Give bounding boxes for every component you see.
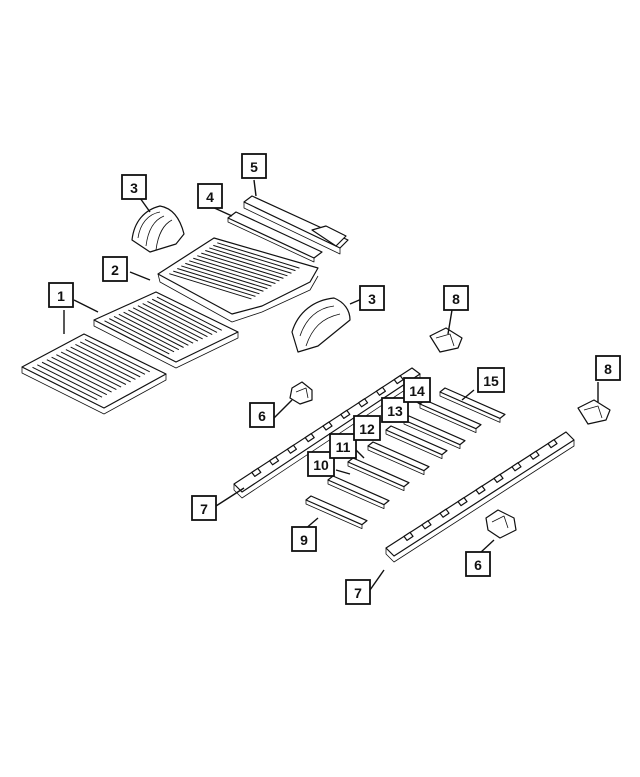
callout-label: 3 — [130, 180, 138, 196]
callout-box — [121, 174, 147, 200]
callout-label: 11 — [336, 439, 351, 455]
crossmember-15 — [439, 387, 506, 423]
crossmember-9 — [305, 495, 368, 530]
leader-line — [73, 299, 99, 313]
crossmember-10 — [327, 475, 390, 510]
callout-label: 1 — [57, 288, 65, 304]
callout-label: 6 — [474, 557, 482, 573]
side-rail-right — [385, 431, 575, 563]
corner-bracket-left — [429, 327, 463, 353]
callout-label: 9 — [300, 532, 308, 548]
callout-12: 12 — [353, 415, 381, 441]
wheelhouse-right — [291, 297, 351, 353]
crossmember-12 — [367, 441, 430, 476]
callout-15: 15 — [477, 367, 505, 393]
leader-line — [273, 399, 293, 419]
leader-line — [129, 271, 151, 281]
callout-label: 10 — [313, 457, 329, 473]
callout-label: 12 — [359, 421, 375, 437]
leader-line — [447, 309, 453, 335]
callout-label: 14 — [409, 383, 425, 399]
wheelhouse-left — [131, 205, 185, 253]
leader-line — [335, 469, 351, 475]
bracket-right — [485, 509, 517, 539]
leader-line — [215, 487, 245, 507]
leader-line — [253, 179, 257, 197]
callout-11: 11 — [329, 433, 357, 459]
callout-label: 2 — [111, 262, 119, 278]
callout-7: 7 — [345, 579, 371, 605]
callout-box — [241, 153, 267, 179]
callout-box — [191, 495, 217, 521]
callout-box — [345, 579, 371, 605]
bracket-left — [289, 381, 313, 405]
callout-1: 1 — [48, 282, 74, 308]
crossmember-front — [227, 211, 323, 263]
callout-box — [403, 377, 431, 403]
callout-box — [381, 397, 409, 423]
callout-label: 6 — [258, 408, 266, 424]
callout-6: 6 — [465, 551, 491, 577]
callout-box — [477, 367, 505, 393]
crossmember-upper — [243, 195, 349, 255]
callout-box — [595, 355, 621, 381]
crossmember-12b — [385, 425, 448, 460]
floor-pan-rear — [21, 333, 167, 415]
callout-label: 8 — [452, 291, 460, 307]
callout-8: 8 — [595, 355, 621, 381]
callout-label: 7 — [200, 501, 208, 517]
leader-line — [355, 449, 365, 459]
callout-box — [48, 282, 74, 308]
callout-label: 8 — [604, 361, 612, 377]
callout-3: 3 — [359, 285, 385, 311]
callout-6: 6 — [249, 402, 275, 428]
leader-line — [369, 569, 385, 591]
callout-box — [197, 183, 223, 209]
callout-14: 14 — [403, 377, 431, 403]
callout-13: 13 — [381, 397, 409, 423]
callout-label: 7 — [354, 585, 362, 601]
callout-box — [291, 526, 317, 552]
callout-box — [443, 285, 469, 311]
callout-label: 4 — [206, 189, 214, 205]
callout-label: 15 — [483, 373, 499, 389]
crossmember-11 — [347, 457, 410, 492]
callout-9: 9 — [291, 526, 317, 552]
callout-2: 2 — [102, 256, 128, 282]
leader-line — [461, 389, 475, 401]
callout-box — [329, 433, 357, 459]
leader-line — [139, 197, 151, 213]
callout-label: 13 — [387, 403, 403, 419]
callout-box — [102, 256, 128, 282]
callout-8: 8 — [443, 285, 469, 311]
callout-label: 3 — [368, 291, 376, 307]
corner-bracket-right — [577, 399, 611, 425]
crossmember-13 — [403, 415, 466, 450]
callout-4: 4 — [197, 183, 223, 209]
callout-box — [249, 402, 275, 428]
callout-label: 5 — [250, 159, 258, 175]
callout-7: 7 — [191, 495, 217, 521]
callout-box — [465, 551, 491, 577]
callout-3: 3 — [121, 174, 147, 200]
callout-box — [359, 285, 385, 311]
callout-5: 5 — [241, 153, 267, 179]
callout-box — [353, 415, 381, 441]
floor-pan-center — [93, 291, 239, 369]
floor-pan-front — [157, 237, 319, 323]
